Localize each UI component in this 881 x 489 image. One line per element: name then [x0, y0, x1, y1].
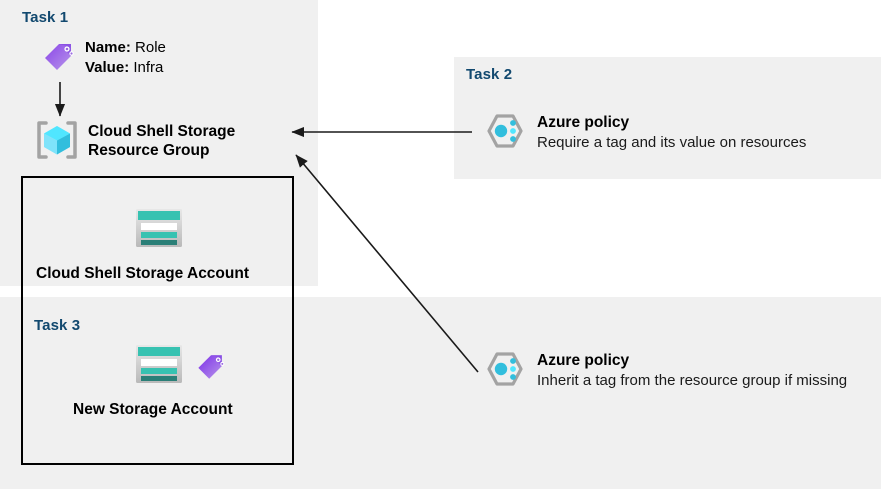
tag-value-key: Value: [85, 59, 130, 76]
azure-policy-icon [480, 110, 526, 156]
existing-storage-title: Cloud Shell Storage Account [36, 265, 249, 282]
inherit-policy-title: Azure policy [537, 352, 630, 369]
tag-icon [38, 36, 80, 78]
task2-policy-title: Azure policy [537, 114, 630, 131]
storage-account-icon [133, 342, 185, 386]
tag-name-value: Role [135, 39, 166, 56]
tag-name-key: Name: [85, 39, 131, 56]
new-storage-title: New Storage Account [73, 401, 233, 418]
task2-label: Task 2 [466, 66, 513, 83]
azure-policy-icon [480, 348, 526, 394]
tag-value-value: Infra [133, 59, 164, 76]
resource-group-icon [33, 117, 81, 163]
task1-label: Task 1 [22, 9, 69, 26]
inherit-policy-description: Inherit a tag from the resource group if… [537, 372, 848, 389]
resource-group-title-line2: Resource Group [88, 142, 210, 159]
resource-group-title-line1: Cloud Shell Storage [88, 123, 236, 140]
tag-name-line: Name: Role [85, 38, 166, 58]
resource-group-title: Cloud Shell Storage Resource Group [88, 122, 278, 160]
tag-icon [192, 348, 230, 386]
storage-account-icon [133, 206, 185, 250]
task2-panel-background [454, 57, 881, 179]
task2-policy-description: Require a tag and its value on resources [537, 134, 807, 151]
tag-value-line: Value: Infra [85, 58, 163, 78]
resource-group-container-box [21, 176, 294, 465]
task3-label: Task 3 [34, 317, 81, 334]
